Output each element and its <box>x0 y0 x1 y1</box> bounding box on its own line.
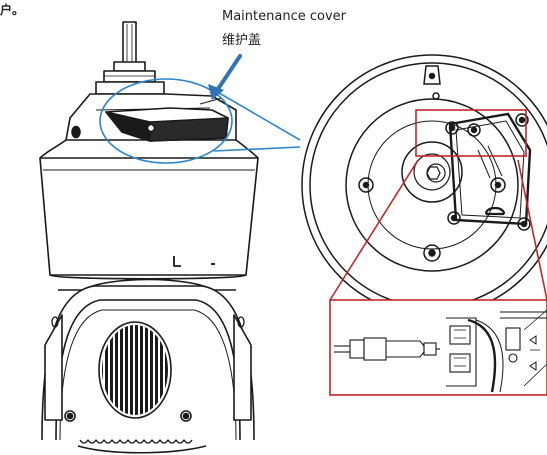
mounting-shaft <box>95 21 165 95</box>
maintenance-cover-label-zh: 维护盖 <box>222 33 262 48</box>
top-text-fragment: 户。 <box>0 3 25 17</box>
camera-body <box>39 157 259 280</box>
speaker-grille <box>98 321 172 419</box>
maintenance-cover-label-en: Maintenance cover <box>222 9 346 24</box>
cover-pointer-arrow <box>208 54 242 100</box>
zoom-connector-lines <box>329 159 547 301</box>
connector-zoom-detail <box>329 299 547 396</box>
ptz-camera <box>39 21 259 454</box>
maintenance-cover <box>71 97 229 142</box>
camera-dome <box>41 278 255 454</box>
cover-detail-view <box>301 54 547 316</box>
connector-highlight-box <box>415 109 527 157</box>
maintenance-cover-callout <box>99 78 301 164</box>
